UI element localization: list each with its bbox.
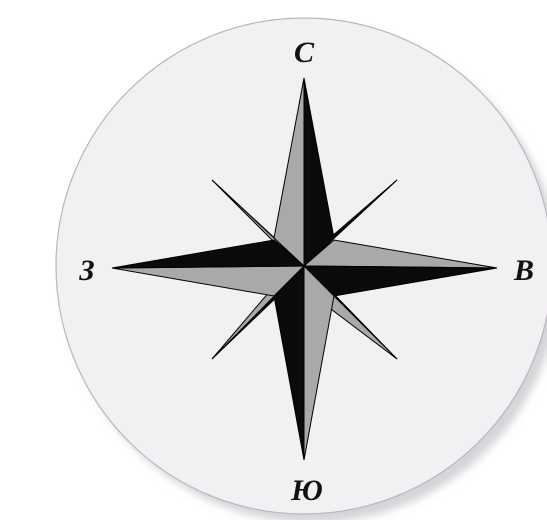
label-south: Ю (290, 474, 323, 507)
label-west: З (78, 254, 94, 287)
label-north: С (294, 36, 315, 69)
label-east: В (513, 254, 534, 287)
